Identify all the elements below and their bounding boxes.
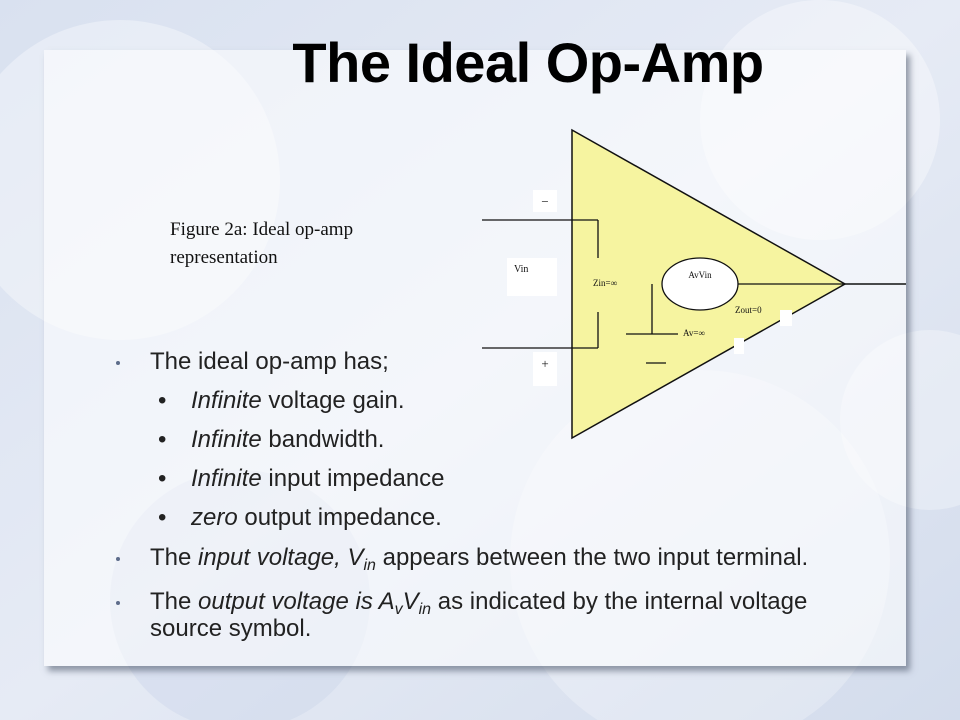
bullet-input-voltage: The input voltage, Vin appears between t… (112, 544, 872, 574)
figure-caption: Figure 2a: Ideal op-amp representation (170, 219, 354, 268)
av-label: Av=∞ (683, 328, 705, 338)
voltage-source-label: AvVin (688, 270, 712, 280)
slide-title: The Ideal Op-Amp (292, 31, 764, 94)
sub-bullet-output-impedance: zero output impedance. (112, 504, 872, 531)
bullet-list: The ideal op-amp has; Infinite voltage g… (112, 348, 872, 642)
sub-bullet-input-impedance: Infinite input impedance (112, 465, 872, 492)
plus-label-box (533, 352, 557, 386)
av-label-tab (734, 338, 744, 354)
minus-label: − (541, 194, 548, 209)
sub-bullet-gain: Infinite voltage gain. (112, 387, 872, 414)
vin-label: Vin (514, 264, 528, 275)
voltage-source-symbol (661, 257, 739, 311)
sub-bullet-bandwidth: Infinite bandwidth. (112, 426, 872, 453)
zin-label: Zin=∞ (593, 278, 617, 288)
bullet-output-voltage: The output voltage is AvVin as indicated… (112, 588, 872, 642)
plus-label: + (541, 356, 548, 371)
zout-label: Zout=0 (735, 305, 762, 315)
minus-label-box (533, 190, 557, 212)
vin-label-box (507, 258, 557, 296)
content-panel (44, 50, 906, 666)
bullet-intro: The ideal op-amp has; (112, 348, 872, 375)
zout-label-tab (780, 310, 792, 326)
